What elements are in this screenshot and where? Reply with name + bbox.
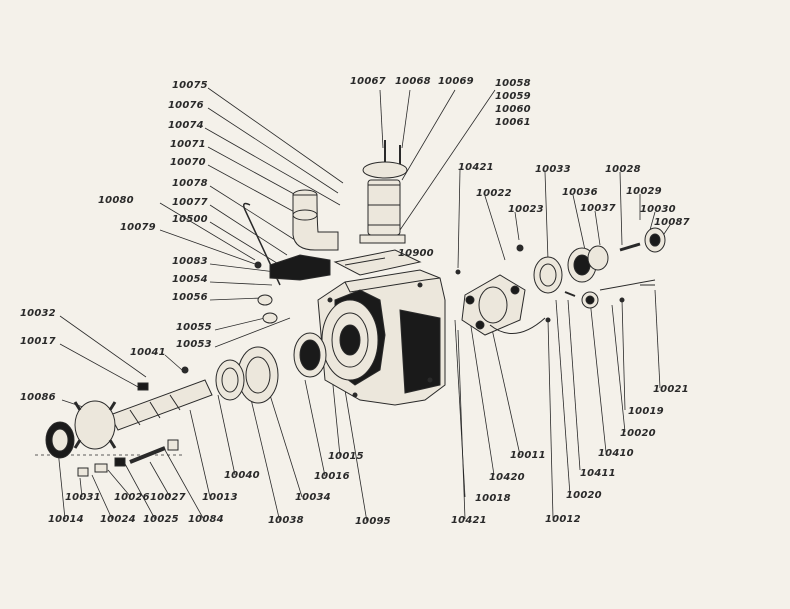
label-10087: 10087 [654, 217, 690, 228]
label-10067: 10067 [350, 76, 386, 87]
label-10055: 10055 [176, 322, 212, 333]
label-10027: 10027 [150, 492, 186, 503]
label-10016: 10016 [314, 471, 350, 482]
coupling [45, 400, 117, 459]
label-10026: 10026 [114, 492, 150, 503]
label-10078: 10078 [172, 178, 208, 189]
solenoid-assembly [359, 140, 408, 244]
label-10080: 10080 [98, 195, 134, 206]
label-10011: 10011 [510, 450, 546, 461]
label-10058: 10058 [495, 78, 531, 89]
input-shaft [109, 366, 213, 431]
small-parts [77, 439, 179, 477]
label-10900: 10900 [398, 248, 434, 259]
plugs [254, 261, 278, 324]
label-10071: 10071 [170, 139, 206, 150]
label-10034: 10034 [295, 492, 331, 503]
label-10421-bottom: 10421 [451, 515, 487, 526]
label-10411: 10411 [580, 468, 616, 479]
label-10041: 10041 [130, 347, 166, 358]
label-10079: 10079 [120, 222, 156, 233]
top-cover [333, 249, 422, 276]
label-10028: 10028 [605, 164, 641, 175]
label-10021: 10021 [653, 384, 689, 395]
dipstick [243, 202, 281, 286]
label-10023: 10023 [508, 204, 544, 215]
label-10069: 10069 [438, 76, 474, 87]
bearing-assembly [215, 332, 327, 404]
label-10024: 10024 [100, 514, 136, 525]
label-10083: 10083 [172, 256, 208, 267]
label-10086: 10086 [20, 392, 56, 403]
label-10420: 10420 [489, 472, 525, 483]
label-10012: 10012 [545, 514, 581, 525]
label-10029: 10029 [626, 186, 662, 197]
label-10075: 10075 [172, 80, 208, 91]
label-10038: 10038 [268, 515, 304, 526]
label-10018: 10018 [475, 493, 511, 504]
label-10036: 10036 [562, 187, 598, 198]
label-10030: 10030 [640, 204, 676, 215]
leader-lines [35, 87, 671, 523]
label-10095: 10095 [355, 516, 391, 527]
right-bearings [455, 227, 666, 323]
label-10084: 10084 [188, 514, 224, 525]
flange [461, 274, 546, 336]
label-10031: 10031 [65, 492, 101, 503]
label-10019: 10019 [628, 406, 664, 417]
label-10032: 10032 [20, 308, 56, 319]
label-10015: 10015 [328, 451, 364, 462]
filler-elbow [292, 189, 339, 251]
label-10014: 10014 [48, 514, 84, 525]
label-10033: 10033 [535, 164, 571, 175]
label-10061: 10061 [495, 117, 531, 128]
label-10056: 10056 [172, 292, 208, 303]
label-10077: 10077 [172, 197, 208, 208]
label-10037: 10037 [580, 203, 616, 214]
gearbox-housing [317, 269, 446, 406]
label-10017: 10017 [20, 336, 56, 347]
label-10500: 10500 [172, 214, 208, 225]
label-10053: 10053 [176, 339, 212, 350]
label-10074: 10074 [168, 120, 204, 131]
label-10076: 10076 [168, 100, 204, 111]
label-10054: 10054 [172, 274, 208, 285]
label-10013: 10013 [202, 492, 238, 503]
label-10068: 10068 [395, 76, 431, 87]
label-10020-lower: 10020 [566, 490, 602, 501]
label-10020-right: 10020 [620, 428, 656, 439]
label-10022: 10022 [476, 188, 512, 199]
label-10040: 10040 [224, 470, 260, 481]
bracket [269, 254, 331, 281]
label-10410: 10410 [598, 448, 634, 459]
label-10025: 10025 [143, 514, 179, 525]
label-10421-top: 10421 [458, 162, 494, 173]
label-10060: 10060 [495, 104, 531, 115]
label-10059: 10059 [495, 91, 531, 102]
label-10070: 10070 [170, 157, 206, 168]
